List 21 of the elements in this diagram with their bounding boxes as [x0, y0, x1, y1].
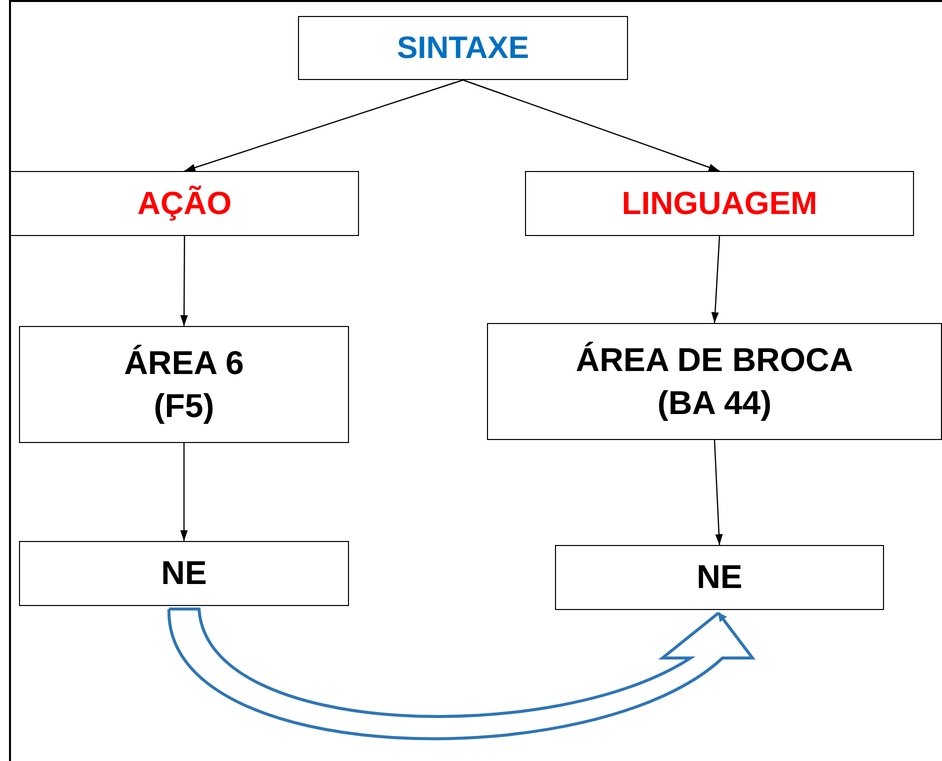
arrow — [184, 79, 464, 172]
process-box — [555, 545, 884, 610]
curved-block-arrow — [168, 608, 754, 740]
process-box — [487, 323, 942, 440]
arrow — [180, 236, 188, 326]
process-box — [525, 171, 914, 236]
box-label: ÁREA 6 (F5) — [123, 342, 245, 426]
arrow — [714, 440, 723, 546]
box-label: NE — [696, 557, 742, 598]
arrow — [462, 79, 720, 172]
process-box — [298, 16, 628, 80]
box-label: NE — [161, 553, 207, 594]
box-label: LINGUAGEM — [622, 184, 818, 223]
arrow — [711, 236, 720, 324]
arrow — [180, 443, 188, 541]
box-label: SINTAXE — [396, 28, 530, 67]
process-box — [19, 326, 349, 443]
box-label: ÁREA DE BROCA (BA 44) — [574, 340, 854, 423]
process-box — [19, 541, 349, 606]
box-label: AÇÃO — [137, 184, 232, 223]
process-box — [10, 171, 359, 236]
